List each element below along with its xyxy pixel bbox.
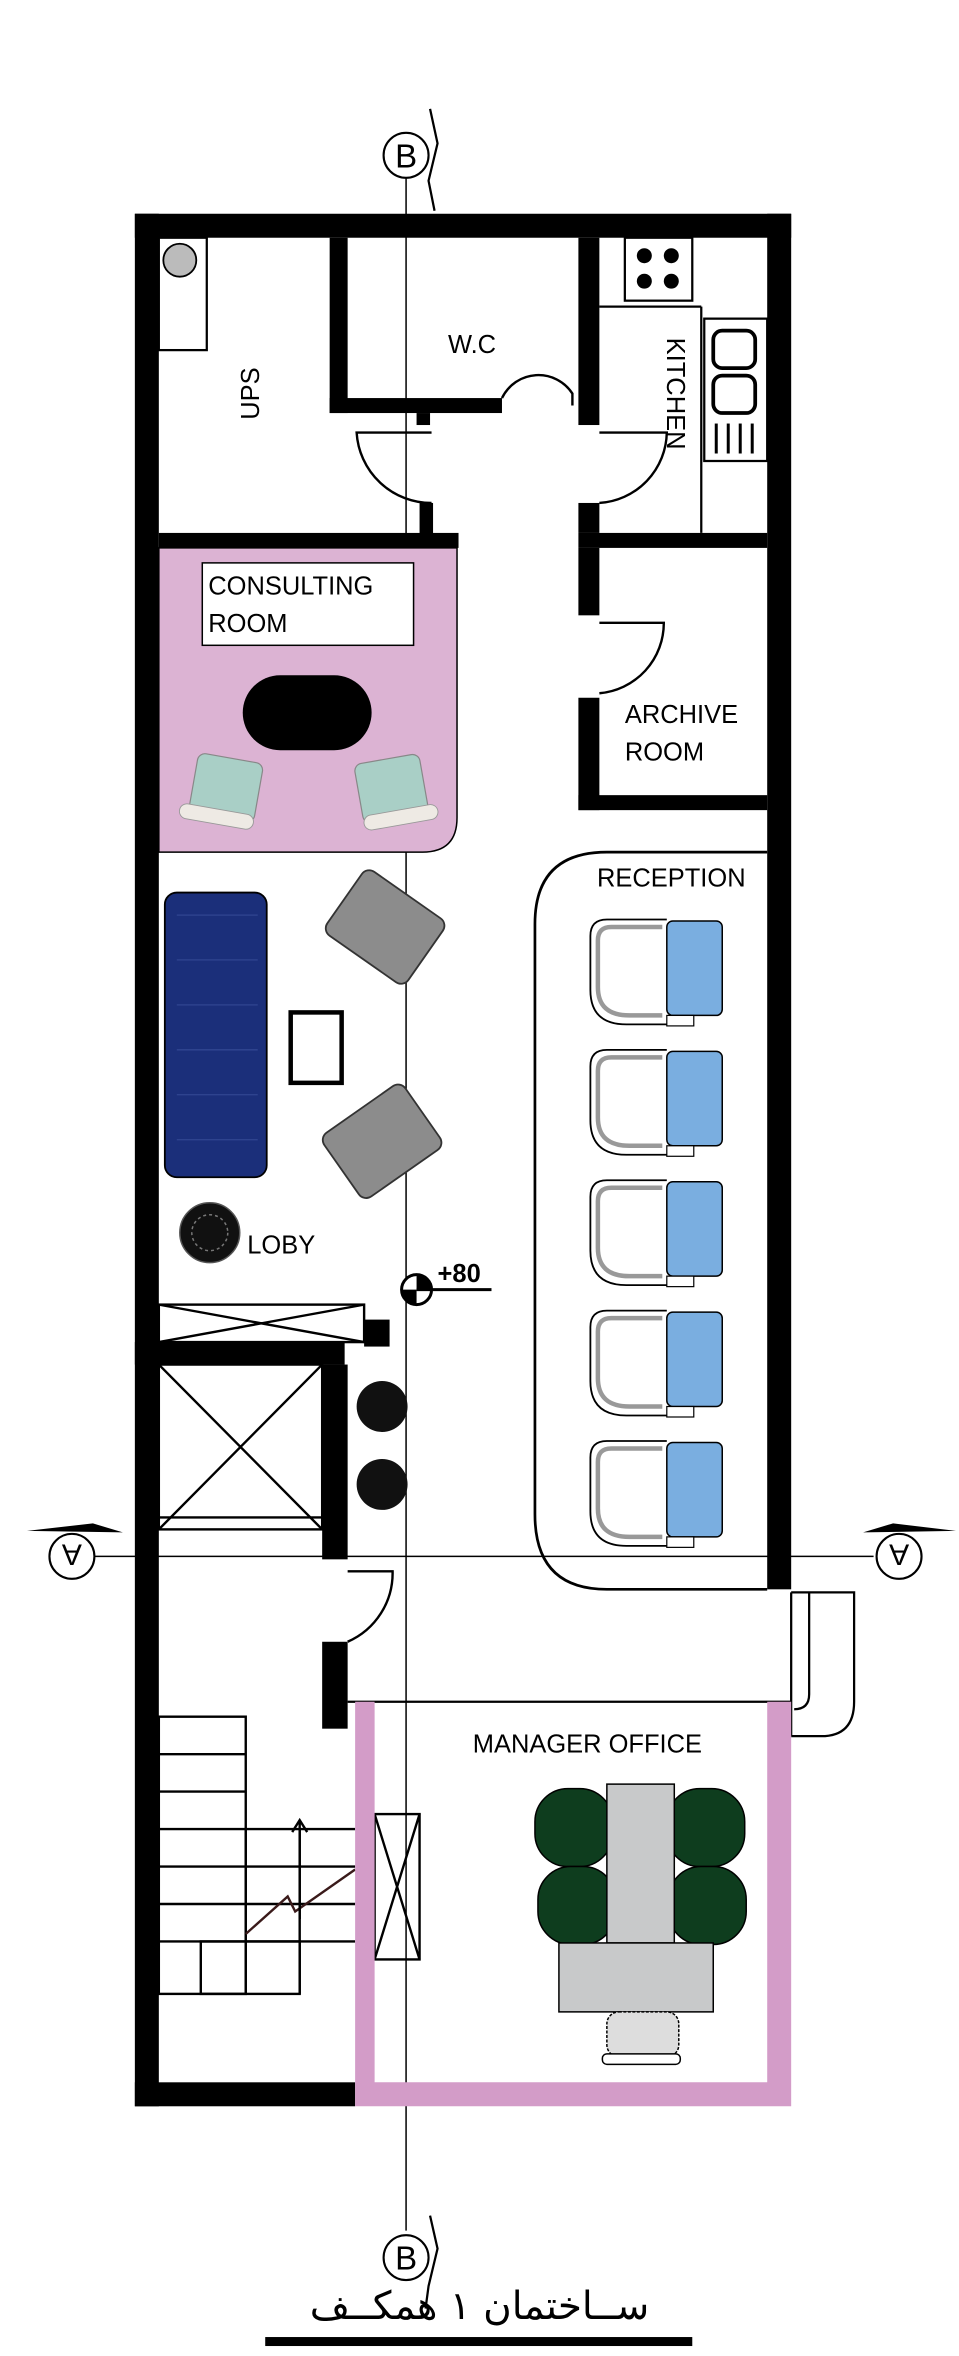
svg-text:UPS: UPS — [237, 367, 265, 419]
armchair — [324, 869, 446, 985]
section-marker-a-left: A — [26, 1523, 123, 1580]
svg-text:B: B — [395, 137, 417, 174]
armchair — [321, 1083, 443, 1199]
plant-icon — [356, 1458, 408, 1510]
office-chair — [666, 1787, 746, 1868]
doors — [347, 373, 669, 1643]
section-marker-a-right: A — [863, 1523, 957, 1580]
section-marker-b-top: B — [382, 108, 439, 211]
consulting-table — [242, 675, 372, 751]
consulting-chair — [178, 753, 264, 830]
desk-chair — [606, 2011, 680, 2058]
elevator-shaft — [157, 1303, 421, 1961]
manager-desk — [558, 1942, 715, 2013]
svg-text:MANAGER OFFICE: MANAGER OFFICE — [473, 1731, 702, 1759]
svg-text:LOBY: LOBY — [247, 1232, 315, 1260]
walls — [134, 213, 792, 2107]
svg-text:A: A — [62, 1537, 82, 1570]
stove-icon — [623, 236, 694, 302]
archive-label: ARCHIVE — [625, 701, 738, 729]
ups-room: UPS — [157, 236, 265, 420]
svg-text:ROOM: ROOM — [208, 610, 287, 638]
office-chair — [667, 1865, 747, 1946]
wc-label: W.C — [448, 331, 496, 359]
kitchen: KITCHEN — [599, 236, 769, 533]
svg-text:CONSULTING: CONSULTING — [208, 572, 373, 600]
lobby: LOBY — [163, 869, 446, 1264]
ups-unit-icon — [162, 242, 198, 278]
meeting-table — [606, 1783, 676, 1944]
level-marker: +80 — [400, 1260, 492, 1307]
reception-chair — [589, 918, 723, 1027]
consulting-room: CONSULTING ROOM — [178, 562, 439, 831]
consulting-chair — [354, 753, 439, 831]
office-chair — [534, 1787, 614, 1868]
section-marker-b-bottom: B — [382, 2215, 439, 2309]
manager-office: MANAGER OFFICE — [355, 1701, 792, 2107]
svg-text:KITCHEN: KITCHEN — [661, 338, 689, 450]
reception: RECEPTION — [533, 850, 768, 1591]
plan-title: ســاختمان ۱ همکــف — [310, 2284, 649, 2329]
office-chair — [537, 1865, 617, 1946]
svg-text:RECEPTION: RECEPTION — [597, 865, 746, 893]
plant-icon — [179, 1201, 241, 1264]
svg-text:+80: +80 — [438, 1260, 481, 1288]
title-underline — [265, 2337, 693, 2347]
plant-icon — [356, 1381, 408, 1432]
svg-text:A: A — [889, 1537, 909, 1570]
svg-text:B: B — [395, 2240, 417, 2277]
archive-label-2: ROOM — [625, 739, 704, 767]
staircase — [157, 1715, 356, 1996]
exterior-niche — [790, 1591, 856, 1738]
sofa — [163, 891, 268, 1179]
coffee-table — [288, 1010, 344, 1086]
